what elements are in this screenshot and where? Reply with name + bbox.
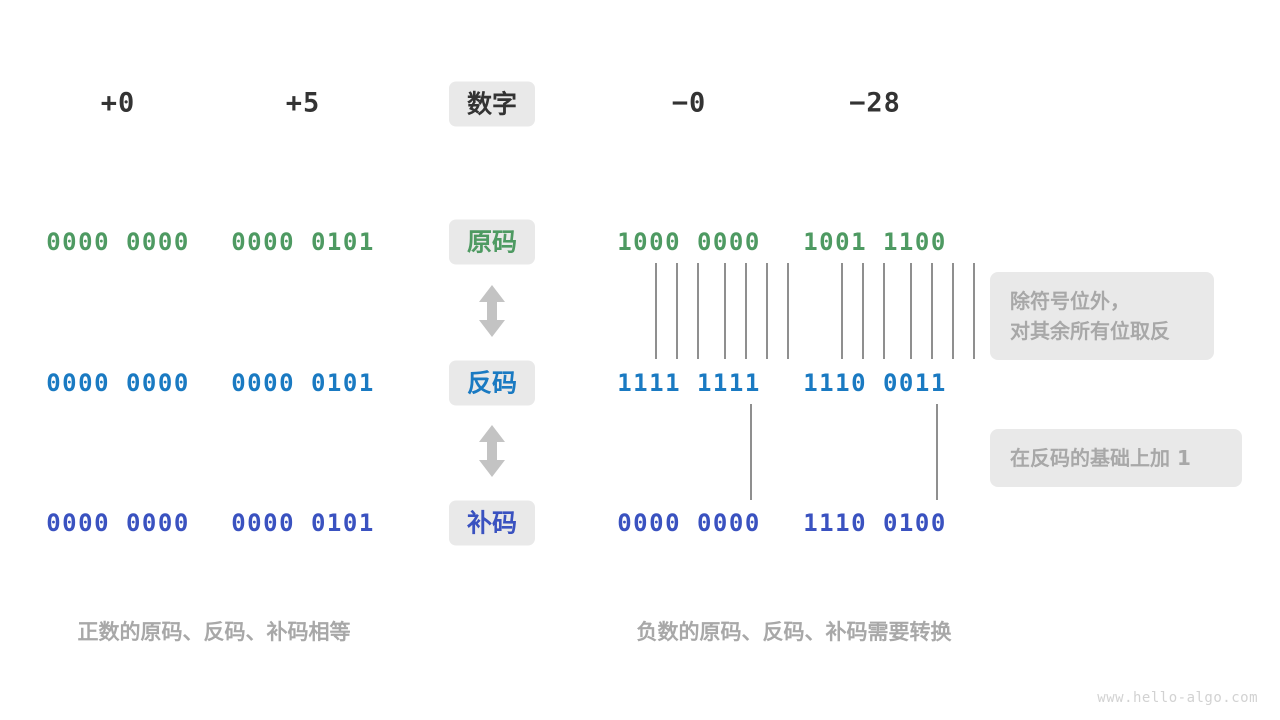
watermark-url: www.hello-algo.com <box>1097 690 1258 706</box>
row-label-header-number: 数字 <box>448 81 536 127</box>
connector-line-minus-28-bit4 <box>883 263 885 359</box>
connector-line-minus-28-bit5 <box>910 263 912 359</box>
connector-line-minus-zero-bit6 <box>745 263 747 359</box>
caption-negative-numbers: 负数的原码、反码、补码需要转换 <box>636 620 952 644</box>
column-header-plus-five: +5 <box>285 87 321 119</box>
connector-line-minus-28-bit6 <box>931 263 933 359</box>
connector-line-carry-minus-zero <box>750 404 752 500</box>
value-sign-magnitude-plus-zero: 0000 0000 <box>46 228 190 256</box>
connector-line-minus-28-bit8 <box>973 263 975 359</box>
connector-line-carry-minus-28 <box>936 404 938 500</box>
value-sign-magnitude-minus-twentyeight: 1001 1100 <box>803 228 947 256</box>
connector-line-minus-28-bit3 <box>862 263 864 359</box>
value-sign-magnitude-plus-five: 0000 0101 <box>231 228 375 256</box>
connector-line-minus-zero-bit5 <box>724 263 726 359</box>
value-ones-complement-minus-zero: 1111 1111 <box>617 369 761 397</box>
column-header-minus-zero: −0 <box>671 87 707 119</box>
connector-line-minus-28-bit2 <box>841 263 843 359</box>
value-twos-complement-minus-zero: 0000 0000 <box>617 509 761 537</box>
connector-line-minus-zero-bit4 <box>697 263 699 359</box>
connector-line-minus-zero-bit7 <box>766 263 768 359</box>
column-header-minus-twentyeight: −28 <box>849 87 901 119</box>
row-label-ones-complement: 反码 <box>448 360 536 406</box>
value-ones-complement-minus-twentyeight: 1110 0011 <box>803 369 947 397</box>
connector-line-minus-zero-bit3 <box>676 263 678 359</box>
double-arrow-ones-complement-to-twos-complement <box>476 424 508 482</box>
note-add-one: 在反码的基础上加 1 <box>990 429 1242 487</box>
connector-line-minus-zero-bit8 <box>787 263 789 359</box>
double-arrow-sign-magnitude-to-ones-complement <box>476 284 508 342</box>
value-sign-magnitude-minus-zero: 1000 0000 <box>617 228 761 256</box>
value-ones-complement-plus-zero: 0000 0000 <box>46 369 190 397</box>
connector-line-minus-28-bit7 <box>952 263 954 359</box>
column-header-plus-zero: +0 <box>100 87 136 119</box>
note-invert-bits: 除符号位外， 对其余所有位取反 <box>990 272 1214 360</box>
row-label-sign-magnitude: 原码 <box>448 219 536 265</box>
value-twos-complement-plus-five: 0000 0101 <box>231 509 375 537</box>
caption-positive-numbers: 正数的原码、反码、补码相等 <box>77 620 351 644</box>
row-label-twos-complement: 补码 <box>448 500 536 546</box>
value-twos-complement-plus-zero: 0000 0000 <box>46 509 190 537</box>
value-twos-complement-minus-twentyeight: 1110 0100 <box>803 509 947 537</box>
connector-line-minus-zero-bit2 <box>655 263 657 359</box>
value-ones-complement-plus-five: 0000 0101 <box>231 369 375 397</box>
